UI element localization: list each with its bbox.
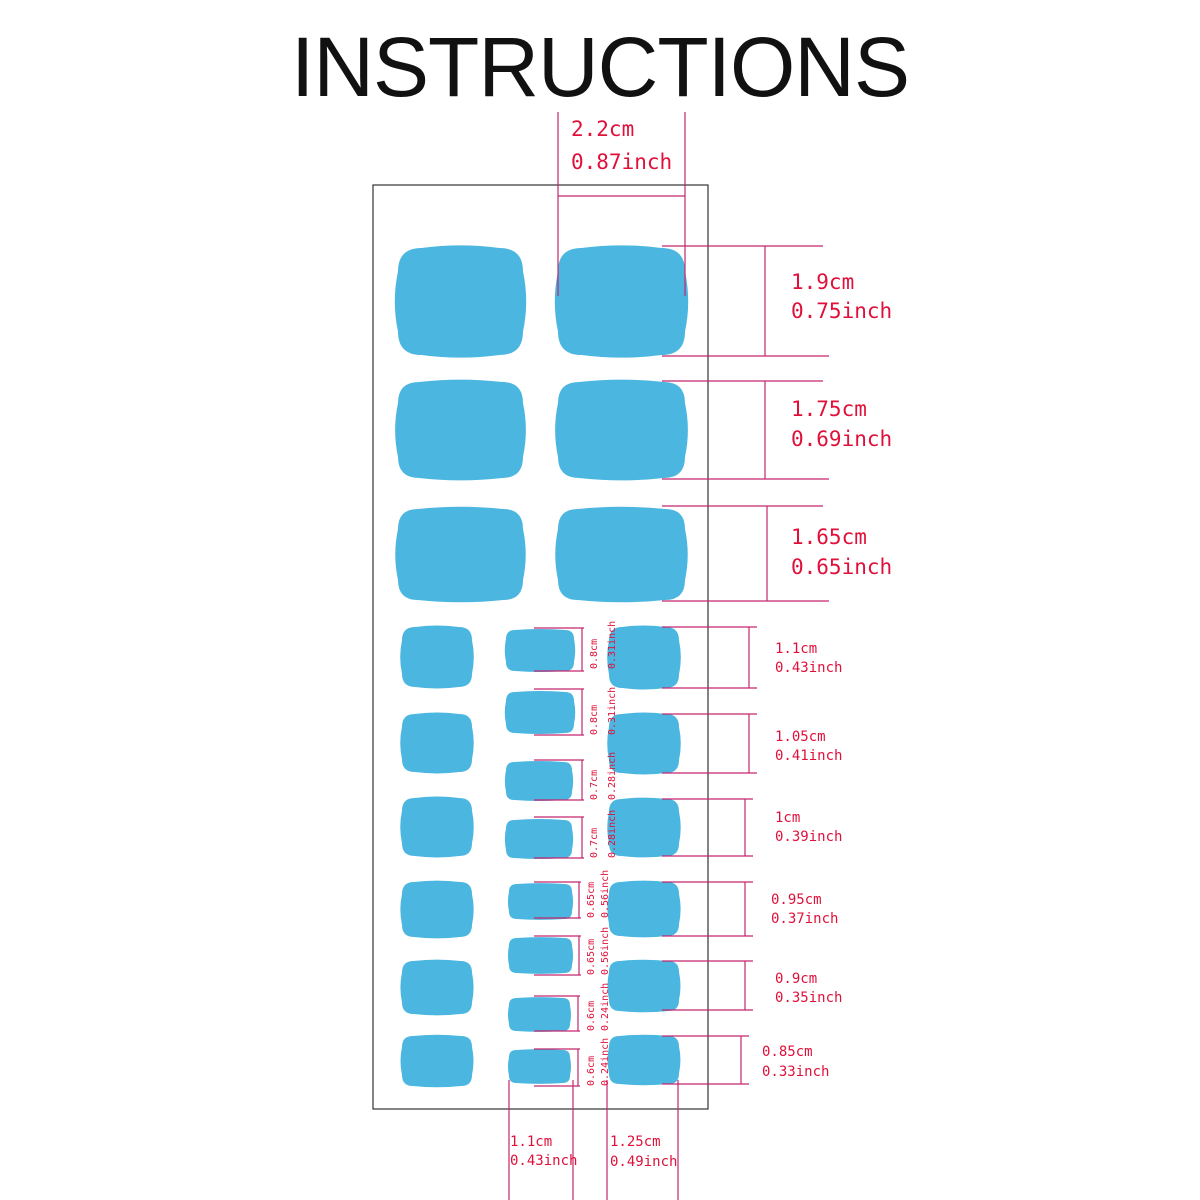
- left-column-nail-5: [400, 959, 474, 1016]
- label-large-2-cm: 1.75cm: [791, 397, 867, 421]
- label-large-2-inch: 0.69inch: [791, 427, 892, 451]
- label-large-1-inch: 0.75inch: [791, 299, 892, 323]
- page-title: INSTRUCTIONS: [291, 20, 909, 114]
- label-bottom-small-inch: 0.43inch: [510, 1153, 577, 1169]
- large-nail-right-3: [555, 506, 688, 603]
- label-large-3-inch: 0.65inch: [791, 555, 892, 579]
- label-small-2-cm: 0.8cm: [589, 705, 600, 735]
- label-small-2-inch: 0.31inch: [607, 687, 618, 735]
- small-nail-8: [508, 1049, 571, 1084]
- small-nail-3: [504, 761, 574, 801]
- left-column-nail-2: [400, 712, 474, 774]
- right-column-nail-5: [607, 959, 681, 1013]
- left-column-nail-1: [400, 625, 474, 689]
- label-right-1-inch: 0.43inch: [775, 660, 842, 676]
- label-small-6-inch: 0.56inch: [600, 927, 611, 975]
- left-column-nail-6: [400, 1034, 474, 1088]
- label-right-5-cm: 0.9cm: [775, 971, 817, 987]
- label-small-1-cm: 0.8cm: [589, 639, 600, 669]
- label-top-width-cm: 2.2cm: [571, 117, 634, 141]
- large-nail-left-1: [394, 245, 527, 358]
- label-right-2-cm: 1.05cm: [775, 729, 826, 745]
- left-column-nail-3: [400, 796, 474, 858]
- small-nail-1: [504, 628, 576, 673]
- label-right-1-cm: 1.1cm: [775, 641, 817, 657]
- label-right-3-cm: 1cm: [775, 810, 800, 826]
- label-small-4-inch: 0.28inch: [607, 810, 618, 858]
- label-bottom-small-cm: 1.1cm: [510, 1134, 552, 1150]
- label-right-4-cm: 0.95cm: [771, 892, 822, 908]
- label-small-3-inch: 0.28inch: [607, 752, 618, 800]
- label-bottom-right-inch: 0.49inch: [610, 1154, 677, 1170]
- left-column-nail-4: [400, 880, 474, 939]
- large-nail-left-2: [395, 379, 526, 481]
- small-nail-4: [504, 819, 574, 859]
- label-right-6-cm: 0.85cm: [762, 1044, 813, 1060]
- label-right-3-inch: 0.39inch: [775, 829, 842, 845]
- label-right-2-inch: 0.41inch: [775, 748, 842, 764]
- label-bottom-right-cm: 1.25cm: [610, 1134, 661, 1150]
- right-column-nail-4: [607, 880, 681, 938]
- right-column-nail-2: [607, 712, 681, 775]
- right-column-nail-3: [607, 797, 681, 858]
- large-nail-right-2: [555, 379, 688, 481]
- label-small-8-cm: 0.6cm: [586, 1056, 597, 1086]
- label-right-4-inch: 0.37inch: [771, 911, 838, 927]
- label-large-1-cm: 1.9cm: [791, 270, 854, 294]
- nail-group: [394, 245, 689, 1088]
- label-small-8-inch: 0.24inch: [600, 1038, 611, 1086]
- label-small-5-cm: 0.65cm: [586, 882, 597, 918]
- label-small-4-cm: 0.7cm: [589, 828, 600, 858]
- label-top-width-inch: 0.87inch: [571, 150, 672, 174]
- label-large-3-cm: 1.65cm: [791, 525, 867, 549]
- label-right-5-inch: 0.35inch: [775, 990, 842, 1006]
- label-small-7-cm: 0.6cm: [586, 1001, 597, 1031]
- large-nail-right-1: [554, 245, 689, 358]
- label-small-5-inch: 0.56inch: [600, 870, 611, 918]
- label-small-3-cm: 0.7cm: [589, 770, 600, 800]
- right-column-nail-6: [607, 1034, 681, 1086]
- label-small-6-cm: 0.65cm: [586, 939, 597, 975]
- large-nail-left-3: [395, 506, 526, 603]
- dimension-lines: [508, 112, 829, 1200]
- right-column-nail-1: [607, 625, 681, 690]
- label-small-7-inch: 0.24inch: [600, 983, 611, 1031]
- small-nail-2: [504, 690, 576, 735]
- small-nail-6: [507, 937, 574, 974]
- label-small-1-inch: 0.31inch: [607, 621, 618, 669]
- small-nail-7: [508, 997, 571, 1032]
- small-nail-5: [507, 883, 574, 920]
- label-right-6-inch: 0.33inch: [762, 1064, 829, 1080]
